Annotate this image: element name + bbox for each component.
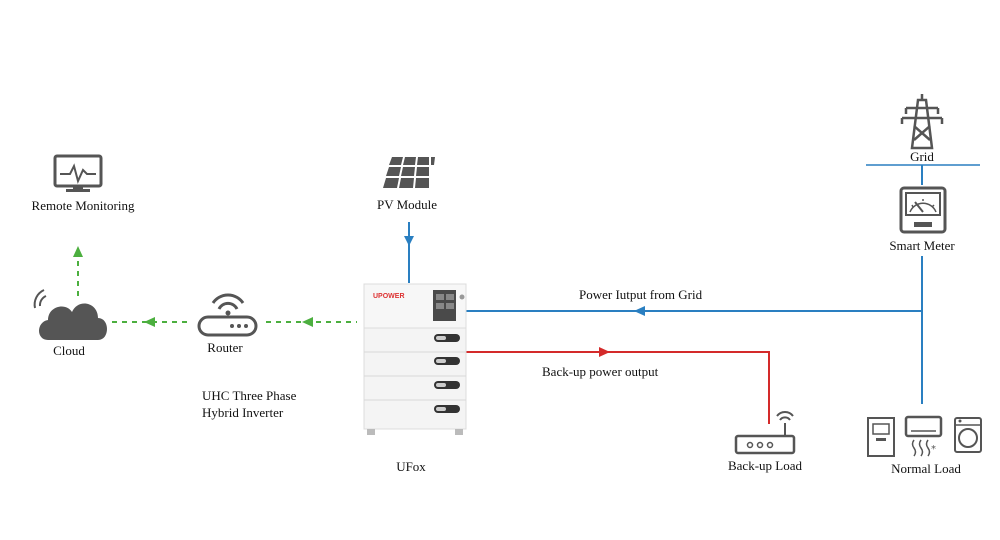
arrow-up-monitor (73, 246, 83, 257)
monitor-icon (53, 154, 103, 192)
arrow-left-grid (634, 306, 645, 316)
label-backup-output: Back-up power output (542, 364, 659, 379)
cloud-icon (33, 289, 107, 340)
brand-logo: UPOWER (373, 293, 405, 300)
label-remote-monitoring: Remote Monitoring (31, 198, 135, 213)
pylon-icon (900, 94, 944, 150)
label-router: Router (207, 340, 243, 355)
ufox-device: UPOWER (363, 283, 467, 435)
label-ufox: UFox (396, 459, 426, 474)
label-normal-load: Normal Load (891, 461, 961, 476)
label-inverter-line2: Hybrid Inverter (202, 405, 284, 420)
washing-machine-icon (954, 417, 982, 453)
arrow-left-cloud (144, 317, 155, 327)
arrow-left-router (302, 317, 313, 327)
label-grid: Grid (910, 149, 934, 164)
backup-load-icon (734, 411, 796, 455)
solar-panel-icon (383, 157, 435, 188)
label-smart-meter: Smart Meter (889, 238, 955, 253)
arrow-right-backup (599, 347, 610, 357)
label-power-from-grid: Power Iutput from Grid (579, 287, 703, 302)
label-pv-module: PV Module (376, 197, 438, 212)
water-heater-icon (867, 417, 895, 457)
label-cloud: Cloud (53, 343, 85, 358)
wifi-router-icon (197, 293, 258, 337)
air-conditioner-icon: * (904, 415, 943, 457)
svg-text:*: * (931, 444, 936, 455)
arrow-down-pv (404, 236, 414, 246)
backup-line (466, 351, 770, 424)
meter-icon (899, 186, 947, 234)
label-backup-load: Back-up Load (727, 458, 803, 473)
label-inverter-line1: UHC Three Phase (202, 388, 297, 403)
